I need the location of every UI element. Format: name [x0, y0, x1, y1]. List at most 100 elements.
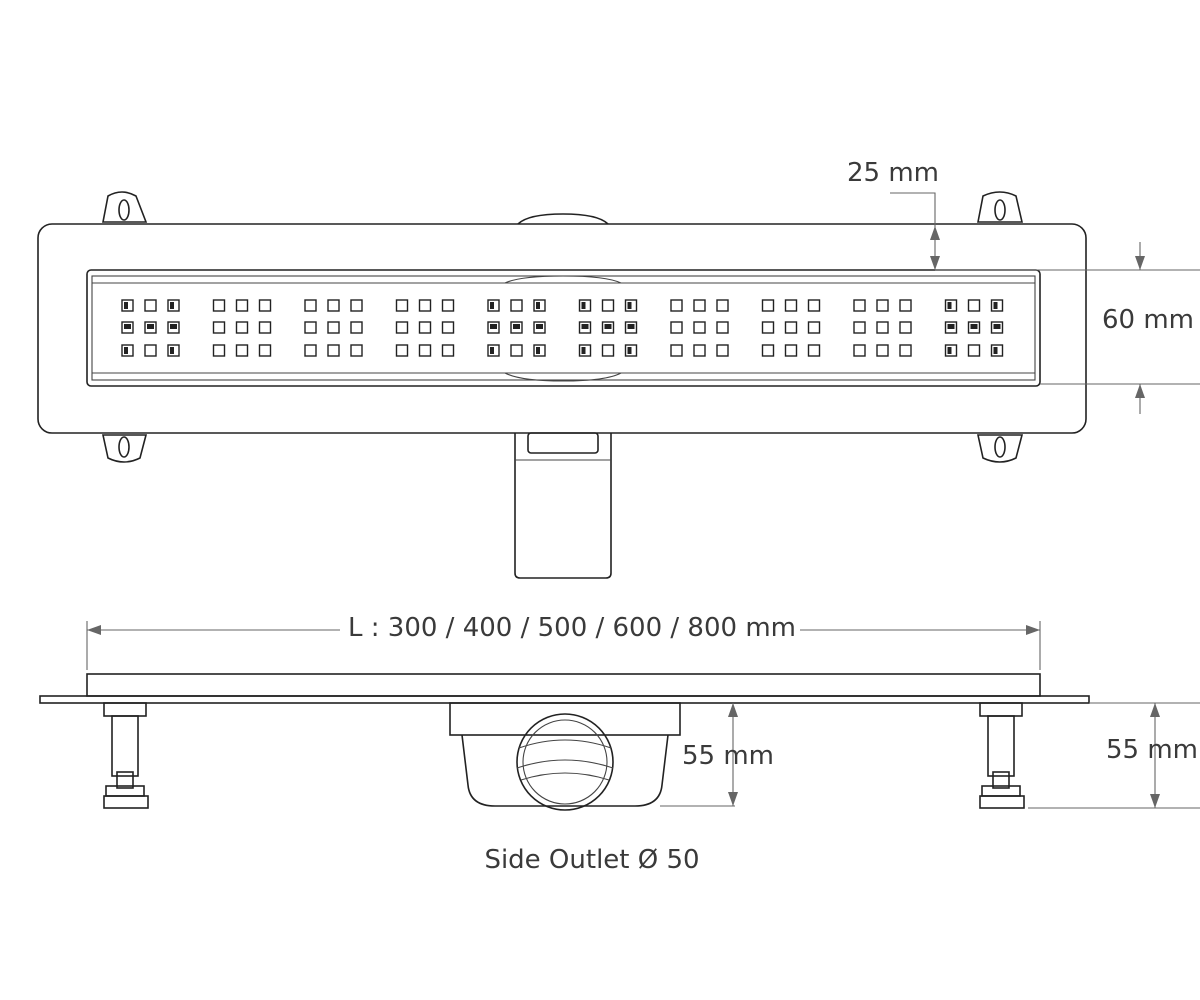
grate-slot-shade	[490, 324, 497, 329]
grate-slot-shade	[536, 324, 543, 329]
grate-slot	[876, 344, 889, 357]
grate-slot	[899, 321, 912, 334]
grate-slot	[258, 321, 272, 334]
grate-slot-shade	[993, 347, 998, 354]
grate-slot-shade	[947, 347, 952, 354]
leveling-leg-right	[979, 702, 1025, 809]
grate-slot	[350, 344, 363, 357]
grate-slot	[304, 299, 317, 312]
grate-slot	[807, 321, 821, 334]
grate-slot	[761, 299, 775, 312]
dim-grate-width	[1040, 242, 1200, 414]
grate-slot	[670, 344, 683, 357]
caption-side-outlet: Side Outlet Ø 50	[484, 845, 699, 875]
mount-bracket-bottom-left	[102, 434, 148, 463]
grate-slot-shade	[947, 302, 952, 309]
grate-slot	[876, 321, 889, 334]
channel	[86, 269, 1041, 387]
grate-slot-shade	[124, 302, 128, 309]
grate-slot	[327, 299, 340, 312]
grate-slot	[601, 344, 615, 357]
label-top-gap: 25 mm	[847, 158, 939, 188]
grate-slot	[327, 344, 340, 357]
grate-center-arc-bottom	[504, 372, 622, 382]
outlet-body	[449, 702, 681, 811]
grate-slot	[258, 299, 272, 312]
grate-slot	[350, 321, 363, 334]
grate-slot	[235, 299, 249, 312]
grate-slot	[510, 344, 523, 357]
grate-slot	[784, 321, 798, 334]
label-length: L : 300 / 400 / 500 / 600 / 800 mm	[348, 613, 796, 643]
grate-slot	[784, 299, 798, 312]
grate-center-arc-top	[504, 275, 622, 284]
grate-slot-shade	[627, 302, 632, 309]
grate-slot-shade	[536, 347, 540, 354]
side-view: L : 300 / 400 / 500 / 600 / 800 mm	[39, 613, 1200, 875]
grate-slot	[395, 299, 409, 312]
mount-bracket-top-left	[102, 191, 148, 223]
grate-slot	[395, 321, 409, 334]
grate-slot-shade	[490, 347, 494, 354]
grate-slot	[716, 321, 729, 334]
grate-slot	[212, 344, 226, 357]
side-flange	[39, 695, 1090, 704]
grate-slot	[876, 299, 889, 312]
grate-slot	[418, 321, 432, 334]
grate-slot	[235, 344, 249, 357]
grate-slot	[716, 299, 729, 312]
grate-slot	[716, 344, 729, 357]
dim-top-gap	[890, 192, 1200, 271]
grate-slot	[693, 344, 706, 357]
grate-slot-shade	[604, 324, 612, 329]
grate-slot	[510, 299, 523, 312]
grate-slot	[899, 344, 912, 357]
grate-slot-shade	[581, 347, 586, 354]
grate-slot-shade	[490, 302, 494, 309]
grate-slot-shade	[581, 324, 589, 329]
grate-slot-shade	[536, 302, 540, 309]
mount-bracket-bottom-right	[977, 434, 1024, 463]
grate-slot	[441, 321, 455, 334]
grate-slot-shade	[124, 347, 128, 354]
grate-slot	[144, 344, 157, 357]
grate-slot	[304, 344, 317, 357]
grate-slot	[693, 299, 706, 312]
grate-slot	[853, 344, 866, 357]
grate-slot-shade	[993, 302, 998, 309]
grate-slot-shade	[947, 324, 955, 329]
dim-length	[86, 621, 1041, 670]
grate-slot	[144, 299, 157, 312]
grate-slot-shade	[513, 324, 520, 329]
grate-slot-shade	[124, 324, 131, 329]
grate-slot	[853, 321, 866, 334]
grate-slot	[418, 344, 432, 357]
label-grate-width: 60 mm	[1102, 305, 1194, 335]
grate-slot	[784, 344, 798, 357]
grate-slot	[761, 344, 775, 357]
top-view: 25 mm 60 mm	[37, 158, 1200, 579]
grate-slot-shade	[170, 302, 174, 309]
grate-slot	[601, 299, 615, 312]
grate-slot	[853, 299, 866, 312]
grate-slot	[258, 344, 272, 357]
grate-slot	[441, 344, 455, 357]
grate-slot	[807, 299, 821, 312]
outlet-cap-top	[517, 213, 609, 225]
grate-slot	[807, 344, 821, 357]
channel-inner	[91, 275, 1036, 381]
grate-slot-shade	[170, 324, 177, 329]
grate-slot-shade	[627, 324, 635, 329]
label-leg-height: 55 mm	[1106, 735, 1198, 765]
side-grate	[86, 673, 1041, 697]
grate-slot	[212, 321, 226, 334]
grate-slot-shade	[581, 302, 586, 309]
grate-slot	[967, 299, 981, 312]
dim-leg-height	[1028, 702, 1200, 809]
grate-slot-shade	[627, 347, 632, 354]
grate-slot-shade	[970, 324, 978, 329]
grate-slot	[761, 321, 775, 334]
grate-slot-shade	[147, 324, 154, 329]
grate-slot	[670, 321, 683, 334]
